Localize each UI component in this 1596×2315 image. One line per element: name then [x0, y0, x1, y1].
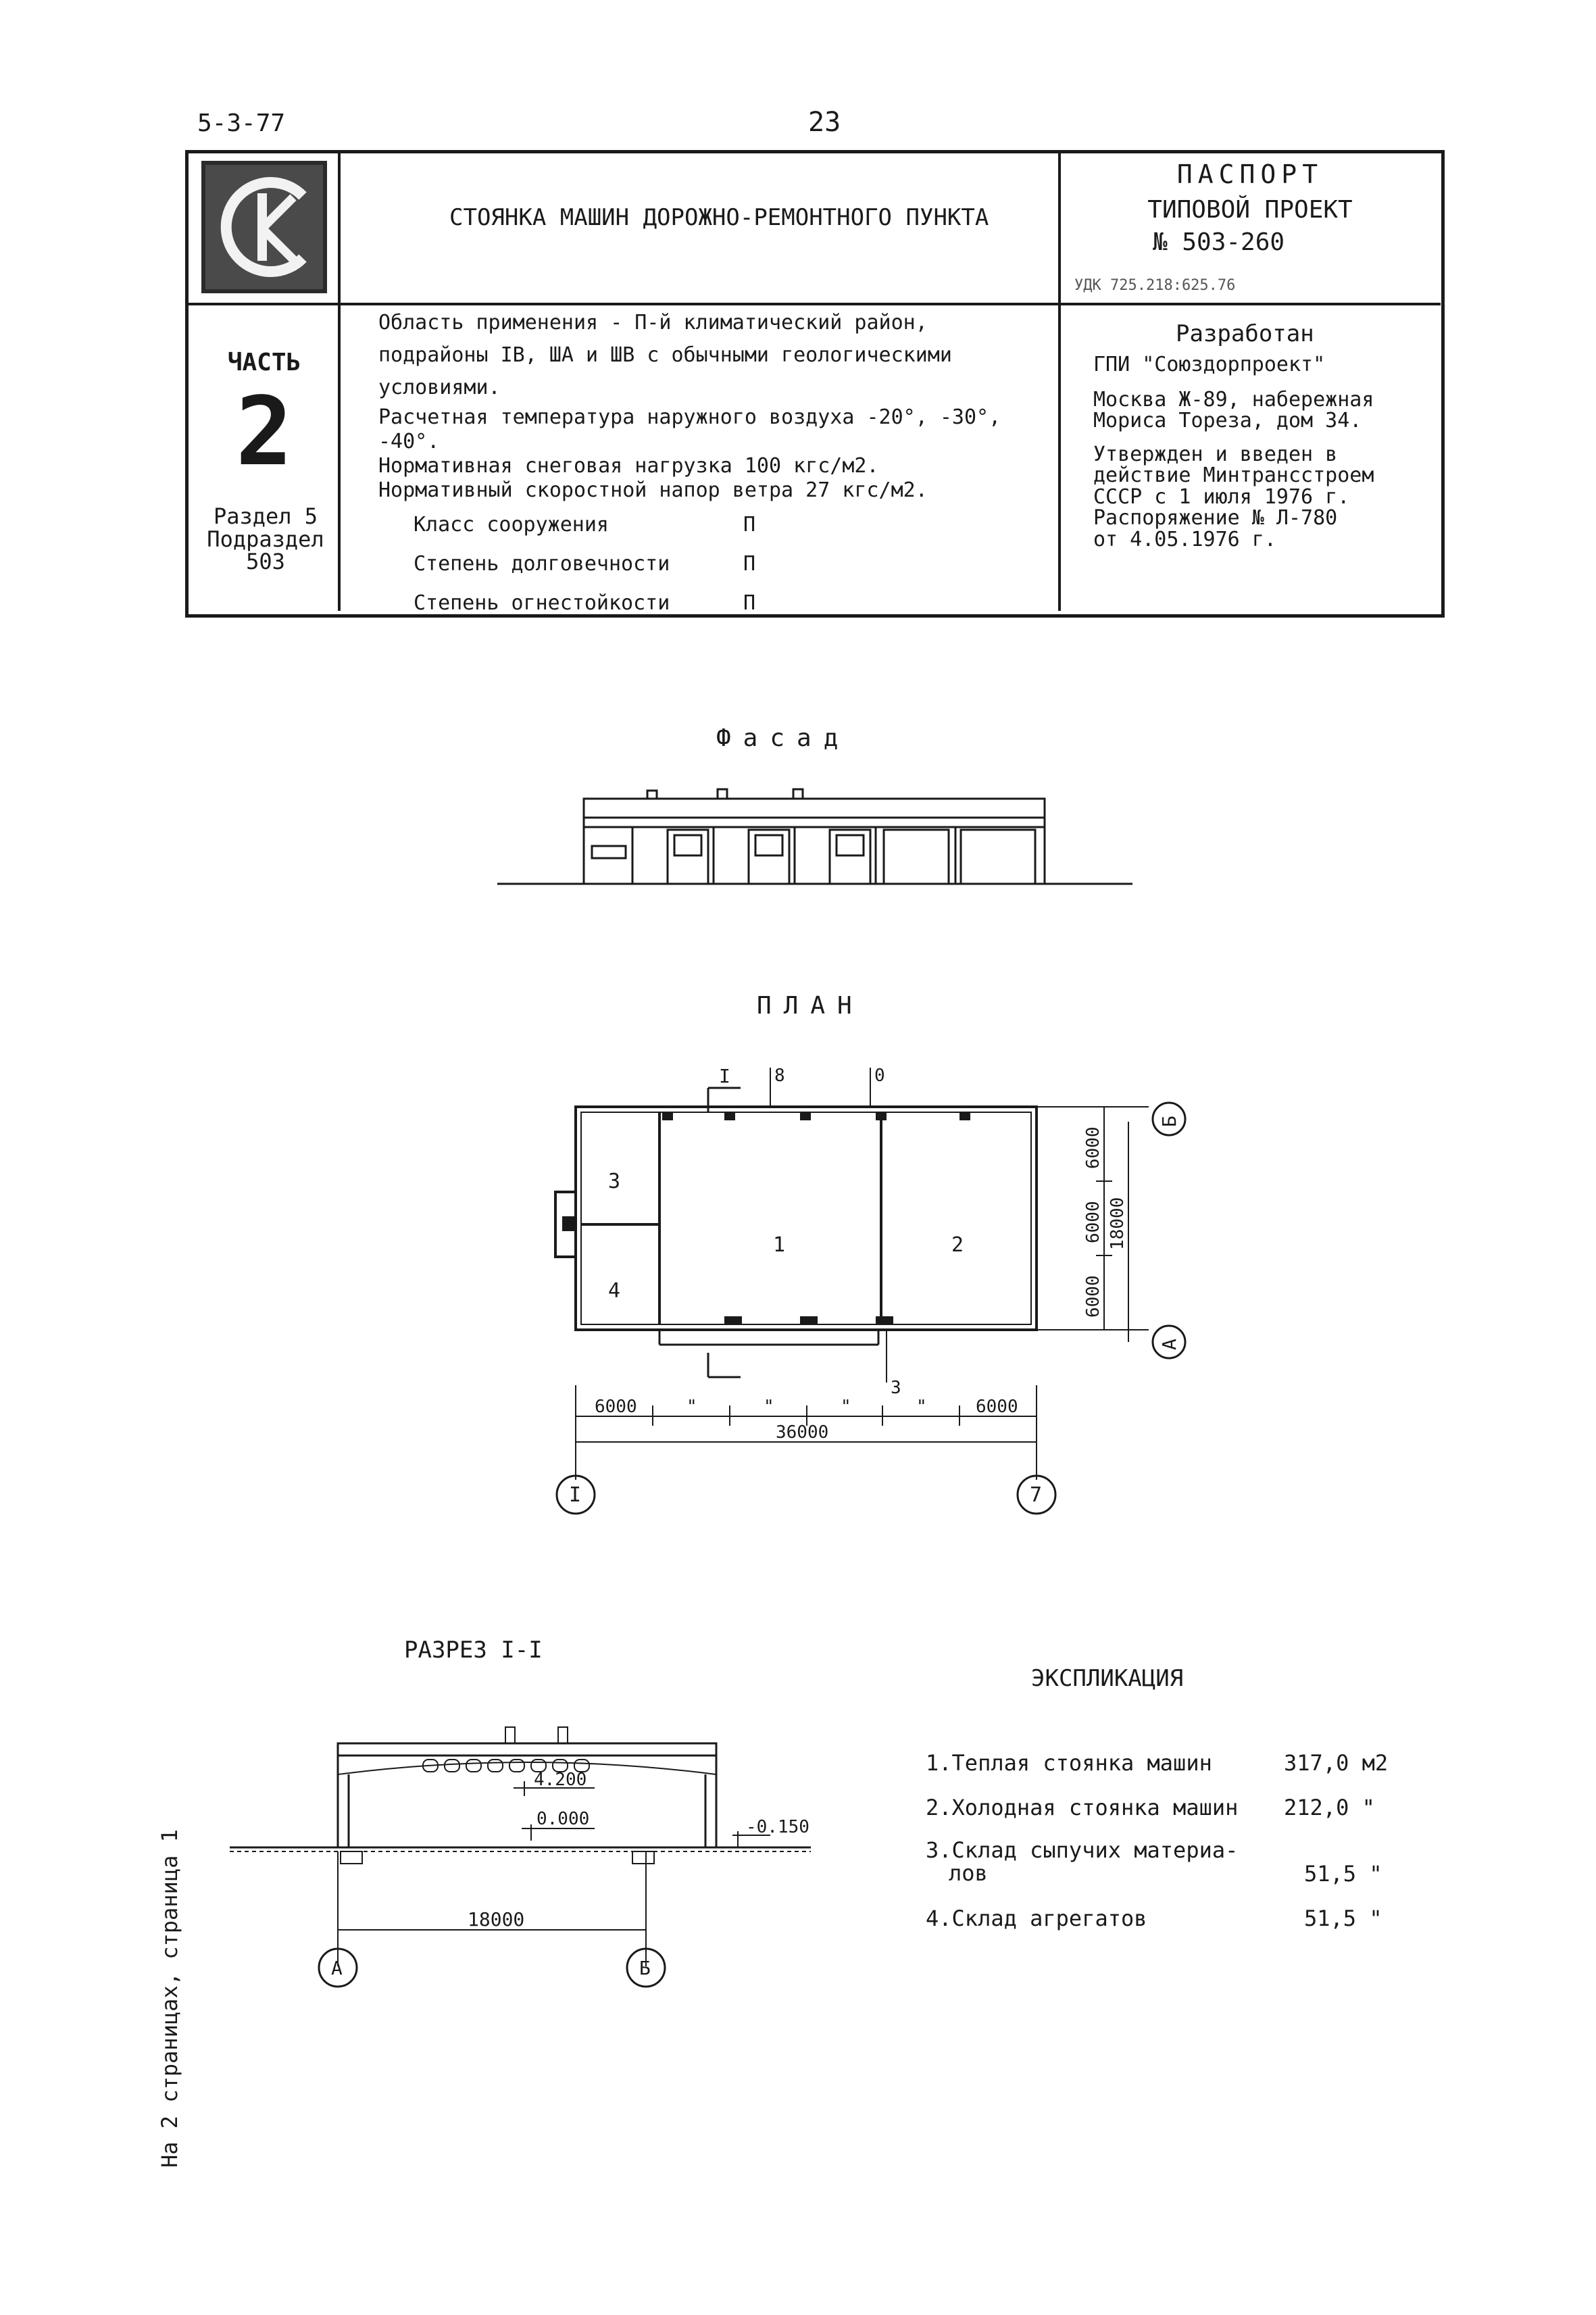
- project-type: ТИПОВОЙ ПРОЕКТ: [1147, 196, 1353, 224]
- dimension-total: 36000: [776, 1422, 828, 1443]
- explication-item: 3.Склад сыпучих материа- лов: [926, 1837, 1239, 1886]
- explication-value: 51,5 ": [1304, 1906, 1382, 1931]
- axis-label: Б: [1158, 1116, 1180, 1127]
- dimension-label: ": [841, 1397, 851, 1417]
- room-label: 4: [608, 1279, 620, 1303]
- dimension-total: 18000: [1107, 1197, 1128, 1250]
- passport-label: ПАСПОРТ: [1176, 159, 1324, 189]
- project-number: № 503-260: [1153, 228, 1285, 256]
- explication-title: ЭКСПЛИКАЦИЯ: [1031, 1665, 1184, 1692]
- class-row: Степень долговечности: [414, 552, 670, 576]
- dimension-label: 6000: [1083, 1126, 1103, 1169]
- level-zero: 0.000: [537, 1809, 589, 1829]
- facade-drawing: [497, 770, 1132, 901]
- class-list: Класс сооружения Степень долговечности С…: [414, 505, 670, 623]
- class-row: Степень огнестойкости: [414, 591, 670, 615]
- dimension-label: 6000: [1083, 1201, 1103, 1243]
- dimension-label: ": [687, 1397, 697, 1417]
- page-count-note: На 2 страницах, страница 1: [157, 1829, 182, 2168]
- udk-code: УДК 725.218:625.76: [1074, 277, 1236, 294]
- facade-title: Фасад: [716, 724, 851, 752]
- document-title: СТОЯНКА МАШИН ДОРОЖНО-РЕМОНТНОГО ПУНКТА: [449, 204, 989, 231]
- room-label: 3: [608, 1170, 620, 1193]
- explication-value: 317,0 м2: [1284, 1750, 1389, 1776]
- section-drawing: 4.200 0.000 -0.150 18000 А Б: [230, 1716, 824, 2003]
- level-ground: -0.150: [746, 1817, 809, 1837]
- room-label: 1: [773, 1233, 785, 1257]
- class-row: Класс сооружения: [414, 513, 609, 537]
- axis-label: I: [569, 1483, 581, 1507]
- dimension-label: 6000: [976, 1397, 1018, 1417]
- explication-value: 212,0 ": [1284, 1795, 1375, 1820]
- dimension-label: 6000: [1083, 1275, 1103, 1318]
- section-info: Раздел 5 Подраздел 503: [207, 503, 324, 575]
- divider: [185, 303, 1441, 305]
- explication-value: 51,5 ": [1304, 1861, 1382, 1887]
- section-span: 18000: [468, 1908, 524, 1931]
- section-mark: I: [719, 1065, 730, 1087]
- callout-label: 8: [774, 1066, 785, 1086]
- divider: [1058, 150, 1061, 611]
- logo: [201, 161, 327, 293]
- divider: [338, 150, 341, 611]
- dimension-label: ": [764, 1397, 774, 1417]
- axis-label: Б: [639, 1957, 651, 1979]
- axis-label: 7: [1030, 1483, 1042, 1507]
- level-top: 4.200: [534, 1770, 587, 1790]
- part-label: ЧАСТЬ: [227, 349, 301, 376]
- section-title: РАЗРЕЗ I-I: [404, 1637, 543, 1664]
- callout-label: 0: [874, 1066, 885, 1086]
- explication-item: 4.Склад агрегатов: [926, 1906, 1147, 1931]
- dimension-label: 6000: [595, 1397, 637, 1417]
- explication-item: 1.Теплая стоянка машин: [926, 1750, 1212, 1776]
- callout-label: 3: [891, 1378, 901, 1398]
- part-number: 2: [235, 377, 293, 487]
- axis-label: А: [1158, 1339, 1180, 1350]
- title-block: [185, 150, 1445, 618]
- description: Область применения - П-й климатический р…: [378, 311, 1001, 502]
- developer-label: Разработан: [1176, 320, 1314, 347]
- axis-label: А: [331, 1957, 343, 1979]
- dimension-label: ": [916, 1397, 927, 1417]
- page-number: 23: [808, 107, 841, 138]
- plan-drawing: 3 4 1 2 I 8 0 3 6000 " " " " 6000 36000 …: [541, 1047, 1189, 1523]
- class-values: П П П: [743, 513, 756, 615]
- room-label: 2: [951, 1233, 964, 1257]
- document-code: 5-3-77: [197, 109, 286, 137]
- explication-item: 2.Холодная стоянка машин: [926, 1795, 1239, 1820]
- plan-title: ПЛАН: [757, 992, 864, 1020]
- developer-info: ГПИ "Союздорпроект" Москва Ж-89, набереж…: [1093, 353, 1374, 551]
